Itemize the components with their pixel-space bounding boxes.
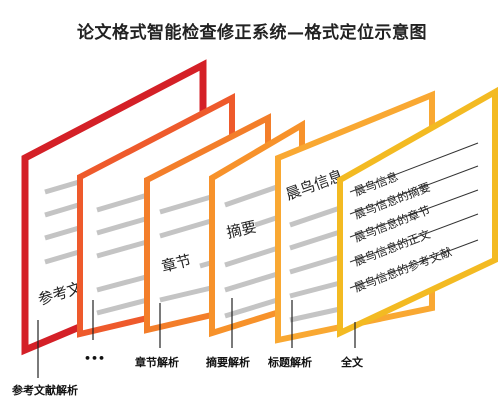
diagram-title: 论文格式智能检查修正系统—格式定位示意图	[77, 23, 427, 43]
label-full-text: 全文	[340, 355, 364, 369]
label-title-parse: 标题解析	[267, 355, 312, 369]
label-chapter-parse: 章节解析	[135, 355, 179, 369]
page-full-text: 晨鸟信息 晨鸟信息的摘要 晨鸟信息的章节 晨鸟信息的正文 晨鸟信息的参考文献	[337, 86, 498, 338]
label-ellipsis: •••	[84, 352, 105, 365]
label-abstract-parse: 摘要解析	[206, 355, 250, 369]
leader-lines	[37, 298, 356, 378]
label-reference-parse: 参考文献解析	[12, 383, 78, 397]
